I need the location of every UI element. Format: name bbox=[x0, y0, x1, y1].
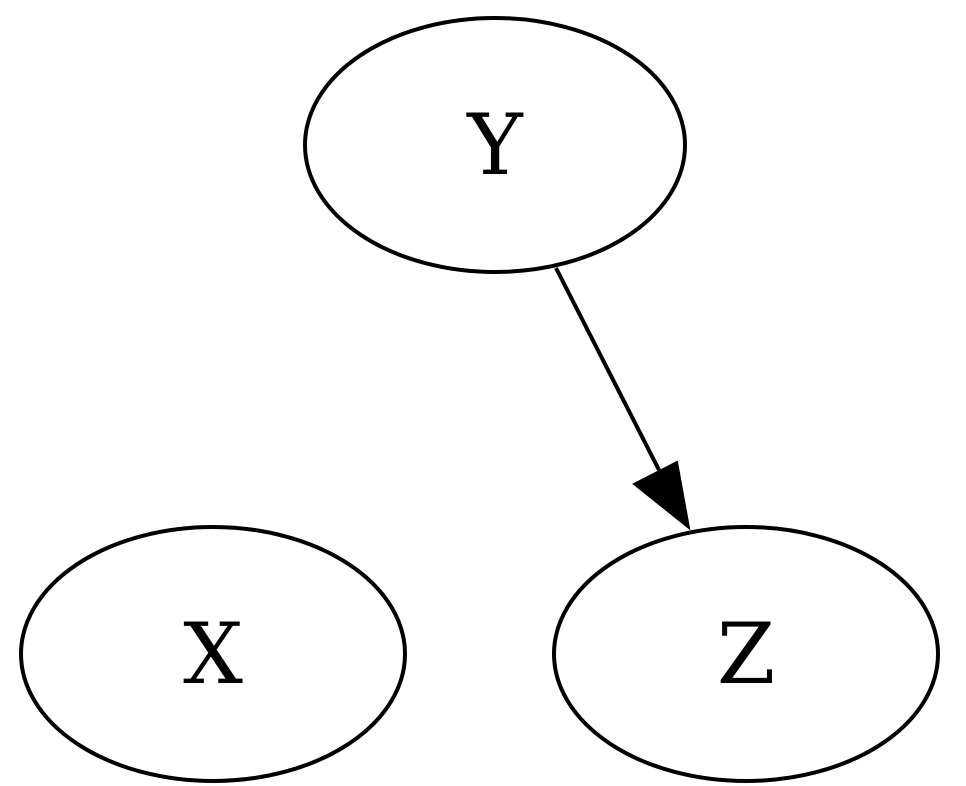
node-x-label: X bbox=[183, 605, 243, 703]
node-z-label: Z bbox=[717, 605, 775, 703]
node-z-shape bbox=[552, 525, 940, 783]
node-x-shape bbox=[19, 525, 407, 783]
node-y-label: Y bbox=[466, 96, 524, 194]
edge-y-to-z-line bbox=[554, 267, 661, 471]
edge-y-to-z-arrowhead bbox=[632, 460, 691, 531]
node-y-shape bbox=[303, 16, 687, 274]
node-y: Y bbox=[303, 16, 687, 274]
edge-y-to-z bbox=[554, 267, 691, 531]
node-x: X bbox=[19, 525, 407, 783]
node-z: Z bbox=[552, 525, 940, 783]
